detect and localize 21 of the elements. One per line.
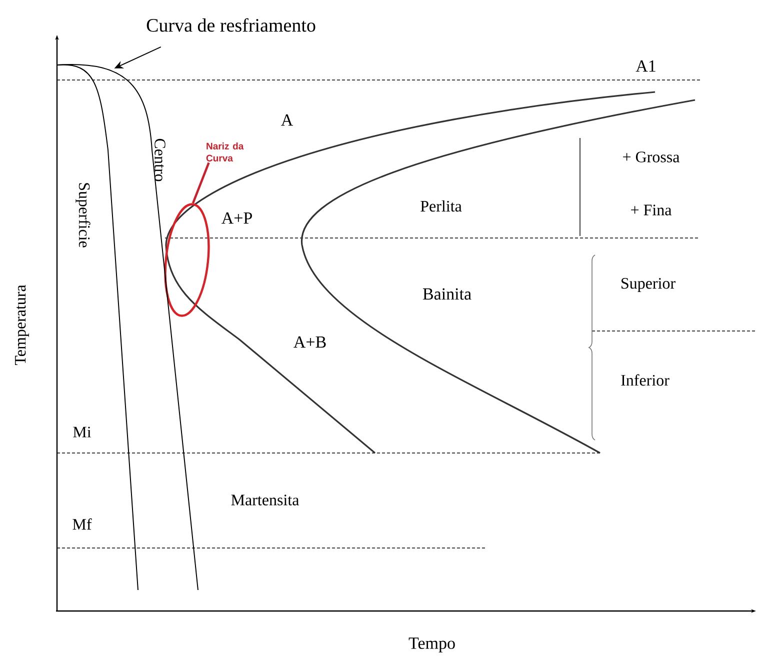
cooling-curve [56, 64, 198, 590]
region-label: Bainita [422, 288, 472, 300]
region-label: A+B [294, 336, 326, 348]
region-label: Perlita [420, 200, 462, 212]
region-label: Inferior [621, 374, 670, 386]
node-text: Nariz da Curva [206, 142, 244, 162]
region-label: Martensita [231, 494, 299, 506]
curve-label: Centro [154, 138, 166, 182]
region-label: Superior [622, 278, 676, 292]
leader-line [192, 162, 210, 204]
region-label: + Grossa [623, 152, 680, 162]
region-label: A [281, 114, 294, 126]
region-label: + Fina [631, 204, 672, 216]
line-label: Mf [72, 518, 92, 530]
region-label: A+P [222, 212, 252, 224]
line-label: Mi [73, 426, 92, 438]
curve-label: Superficie [76, 183, 90, 248]
node-text: Curva de resfriamento [146, 18, 316, 32]
line-label: A1 [636, 60, 656, 72]
axis-label: Temperatura [15, 284, 29, 366]
axis-label: Tempo [408, 638, 455, 652]
